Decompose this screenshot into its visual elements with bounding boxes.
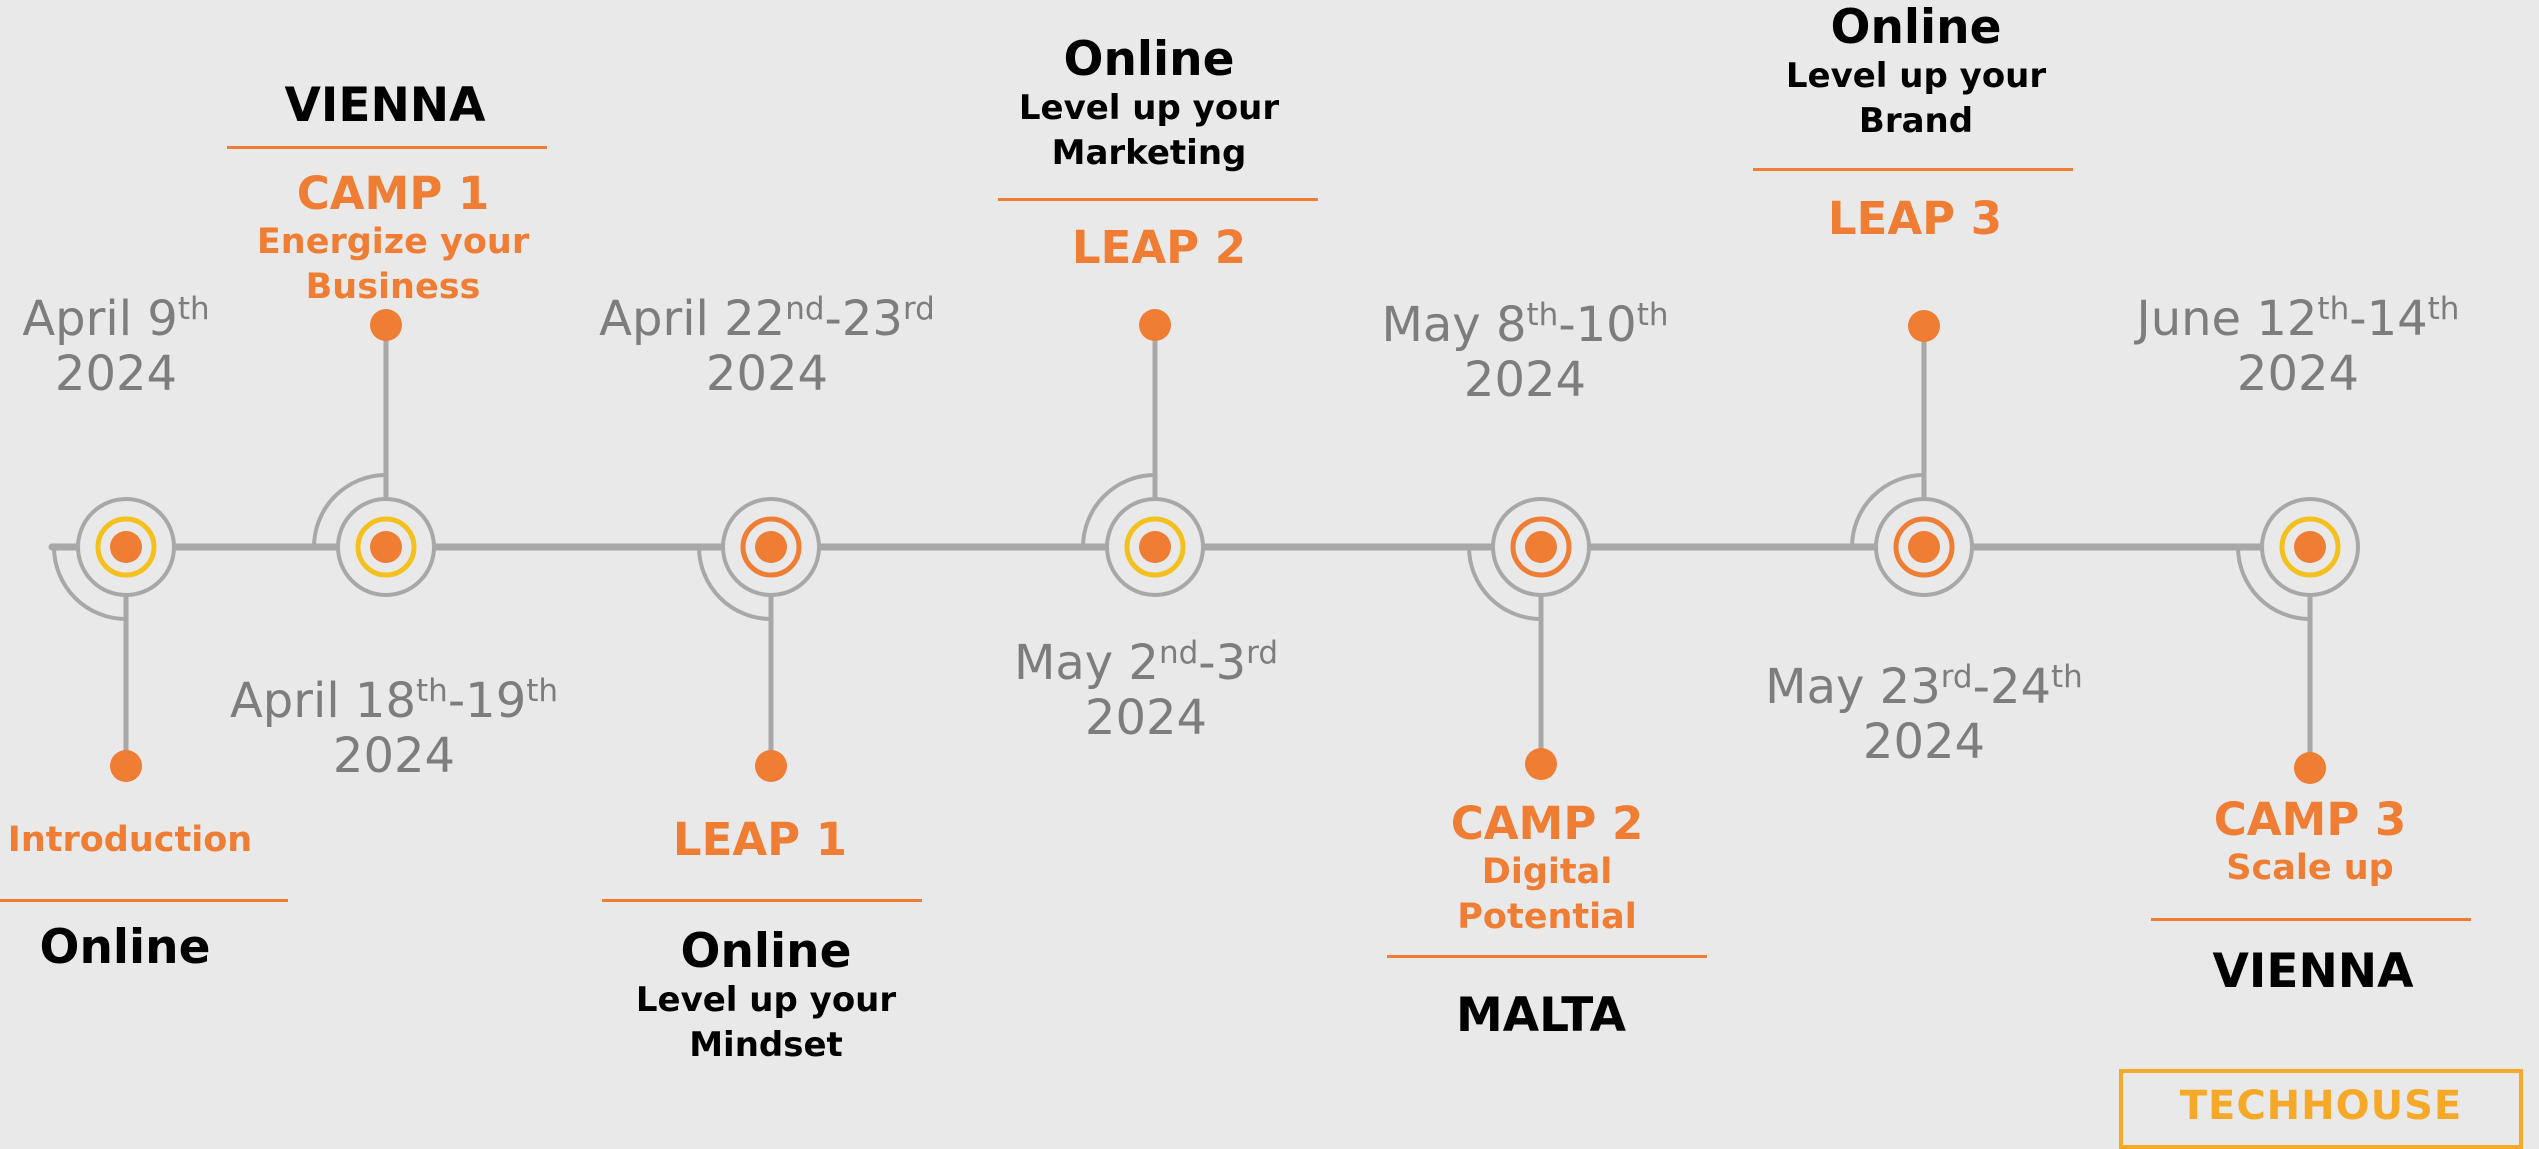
divider-introduction: [0, 899, 288, 902]
event-subtitle-camp-1: Energize your Business: [256, 222, 530, 307]
location-camp-2: MALTA: [1455, 988, 1627, 1043]
node-center-dot-introduction: [110, 531, 142, 563]
location-camp-1: VIENNA: [284, 78, 486, 133]
node-stem-dot-camp-2: [1525, 748, 1557, 780]
node-color-ring-leap-2: [1124, 516, 1186, 578]
divider-leap-1: [602, 899, 922, 902]
event-title-leap-2: LEAP 2: [1071, 221, 1247, 274]
node-arc-leap-1: [697, 546, 772, 621]
divider-leap-3: [1753, 168, 2073, 171]
event-camp-2: CAMP 2 Digital Potential: [1447, 798, 1647, 940]
node-center-dot-leap-3: [1908, 531, 1940, 563]
node-arc-camp-1: [312, 473, 387, 548]
node-stem-dot-leap-1: [755, 750, 787, 782]
location-camp-3: VIENNA: [2212, 944, 2414, 999]
date-camp-2: May 8th-10th 2024: [1381, 297, 1669, 408]
event-title-leap-1: LEAP 1: [672, 813, 848, 866]
node-stem-dot-leap-3: [1908, 310, 1940, 342]
event-subtitle-camp-3: Scale up: [2226, 848, 2394, 888]
event-subtitle-camp-2: Digital Potential: [1457, 852, 1637, 937]
node-arc-introduction: [52, 546, 127, 621]
techhouse-logo: TECHHOUSE: [2119, 1069, 2523, 1149]
node-arc-leap-2: [1081, 473, 1156, 548]
node-center-dot-camp-2: [1525, 531, 1557, 563]
event-title-camp-2: CAMP 2: [1450, 797, 1644, 850]
location-name-leap-1: Online: [680, 924, 852, 979]
node-stem-dot-camp-3: [2294, 752, 2326, 784]
date-camp-3: June 12th-14th 2024: [2136, 291, 2460, 402]
node-stem-dot-leap-2: [1139, 309, 1171, 341]
node-color-ring-leap-3: [1893, 516, 1955, 578]
node-center-dot-leap-1: [755, 531, 787, 563]
node-color-ring-camp-2: [1510, 516, 1572, 578]
node-color-ring-camp-3: [2279, 516, 2341, 578]
date-leap-1: April 22nd-23rd 2024: [599, 291, 935, 402]
node-center-dot-camp-3: [2294, 531, 2326, 563]
event-title-leap-3: LEAP 3: [1827, 192, 2003, 245]
node-arc-camp-3: [2236, 546, 2311, 621]
event-title-camp-3: CAMP 3: [2213, 793, 2407, 846]
divider-camp-2: [1387, 955, 1707, 958]
date-leap-3: May 23rd-24th 2024: [1765, 659, 2083, 770]
event-camp-1: CAMP 1 Energize your Business: [243, 168, 543, 310]
location-introduction: Online: [39, 920, 211, 975]
location-detail-leap-1: Level up your Mindset: [635, 980, 897, 1065]
date-leap-2: May 2nd-3rd 2024: [1013, 635, 1279, 746]
node-color-ring-leap-1: [740, 516, 802, 578]
location-leap-1: Online Level up your Mindset: [626, 926, 906, 1068]
location-name-leap-2: Online: [1063, 32, 1235, 87]
date-camp-1: April 18th-19th 2024: [229, 673, 559, 784]
divider-leap-2: [998, 198, 1318, 201]
divider-camp-3: [2151, 918, 2471, 921]
node-arc-leap-3: [1850, 473, 1925, 548]
location-leap-2: Online Level up your Marketing: [1009, 34, 1289, 176]
location-name-leap-3: Online: [1830, 0, 2002, 55]
node-stem-dot-introduction: [110, 750, 142, 782]
event-title-introduction: Introduction: [7, 820, 253, 860]
node-center-dot-camp-1: [370, 531, 402, 563]
node-color-ring-introduction: [95, 516, 157, 578]
event-title-camp-1: CAMP 1: [296, 167, 490, 220]
event-camp-3: CAMP 3 Scale up: [2214, 794, 2407, 891]
node-color-ring-camp-1: [355, 516, 417, 578]
node-stem-dot-camp-1: [370, 309, 402, 341]
divider-camp-1: [227, 146, 547, 149]
date-introduction: April 9th 2024: [22, 291, 210, 402]
location-detail-leap-2: Level up your Marketing: [1018, 88, 1280, 173]
location-leap-3: Online Level up your Brand: [1776, 2, 2056, 144]
node-center-dot-leap-2: [1139, 531, 1171, 563]
node-arc-camp-2: [1467, 546, 1542, 621]
location-detail-leap-3: Level up your Brand: [1785, 56, 2047, 141]
